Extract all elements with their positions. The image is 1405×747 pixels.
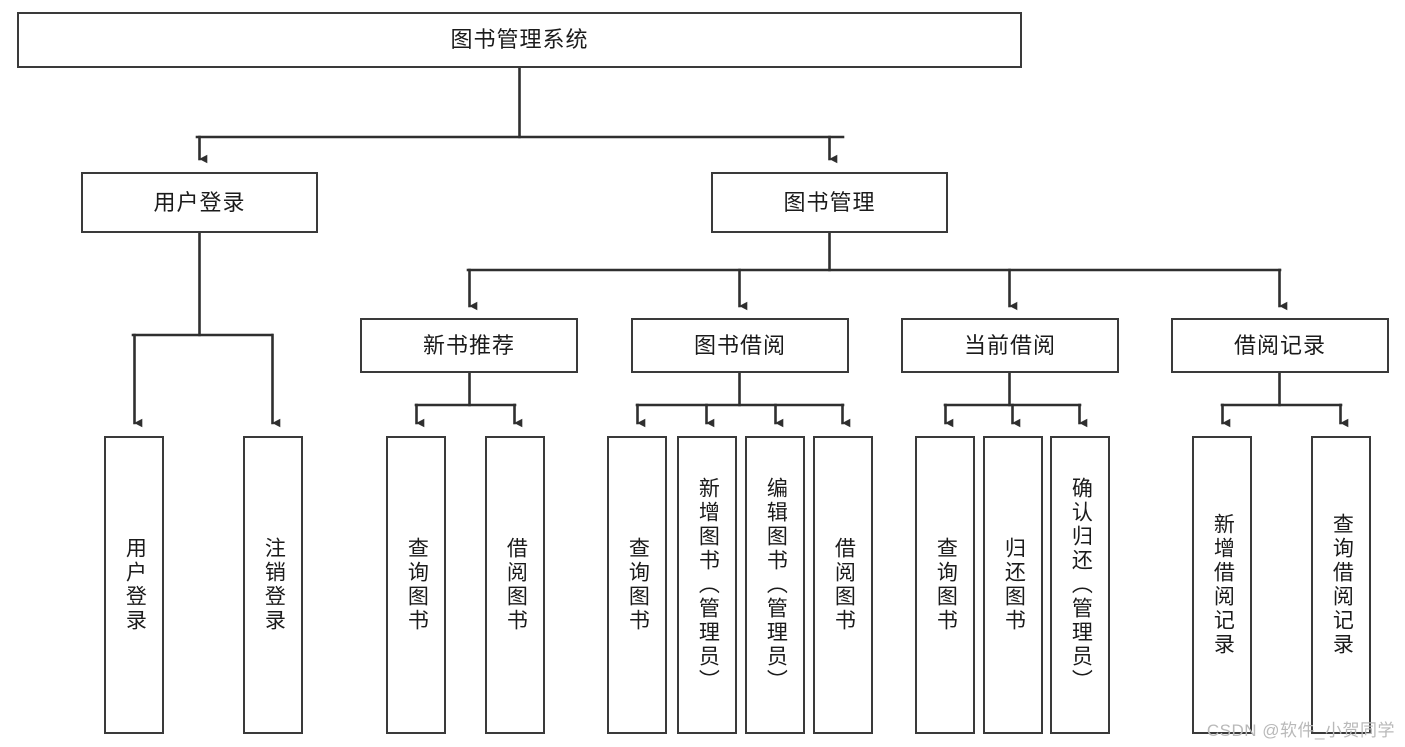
node-user-login-do-label: 用户登录	[123, 537, 147, 633]
node-root[interactable]: 图书管理系统	[17, 12, 1022, 68]
watermark-text: CSDN @软件_小贺同学	[1206, 721, 1395, 740]
node-query-borrow-record-label: 查询借阅记录	[1330, 513, 1354, 657]
node-book-borrow[interactable]: 图书借阅	[631, 318, 849, 373]
node-user-login-do[interactable]: 用户登录	[104, 436, 164, 734]
node-query-book-1-label: 查询图书	[405, 537, 429, 633]
node-add-book-label: 新增图书（管理员）	[696, 477, 720, 693]
node-root-label: 图书管理系统	[450, 27, 589, 53]
node-return-book-label: 归还图书	[1002, 537, 1026, 633]
node-borrow-book-2-label: 借阅图书	[832, 537, 856, 633]
node-book-manage-label: 图书管理	[783, 189, 876, 215]
node-borrow-record[interactable]: 借阅记录	[1171, 318, 1389, 373]
node-borrow-record-label: 借阅记录	[1233, 332, 1326, 358]
node-user-login-label: 用户登录	[153, 189, 246, 215]
node-query-book-3[interactable]: 查询图书	[915, 436, 975, 734]
node-query-book-1[interactable]: 查询图书	[386, 436, 446, 734]
node-new-book-rec-label: 新书推荐	[422, 332, 515, 358]
node-add-borrow-record[interactable]: 新增借阅记录	[1192, 436, 1252, 734]
node-add-borrow-record-label: 新增借阅记录	[1211, 513, 1235, 657]
node-current-borrow[interactable]: 当前借阅	[901, 318, 1119, 373]
node-new-book-rec[interactable]: 新书推荐	[360, 318, 578, 373]
node-edit-book[interactable]: 编辑图书（管理员）	[745, 436, 805, 734]
node-edit-book-label: 编辑图书（管理员）	[764, 477, 788, 693]
node-current-borrow-label: 当前借阅	[963, 332, 1056, 358]
node-confirm-return[interactable]: 确认归还（管理员）	[1050, 436, 1110, 734]
node-borrow-book-1-label: 借阅图书	[504, 537, 528, 633]
node-borrow-book-1[interactable]: 借阅图书	[485, 436, 545, 734]
node-borrow-book-2[interactable]: 借阅图书	[813, 436, 873, 734]
node-query-book-2-label: 查询图书	[626, 537, 650, 633]
node-return-book[interactable]: 归还图书	[983, 436, 1043, 734]
node-query-book-3-label: 查询图书	[934, 537, 958, 633]
node-user-login[interactable]: 用户登录	[81, 172, 318, 233]
node-user-logout[interactable]: 注销登录	[243, 436, 303, 734]
node-user-logout-label: 注销登录	[262, 537, 286, 633]
node-book-manage[interactable]: 图书管理	[711, 172, 948, 233]
node-book-borrow-label: 图书借阅	[693, 332, 786, 358]
node-query-borrow-record[interactable]: 查询借阅记录	[1311, 436, 1371, 734]
node-confirm-return-label: 确认归还（管理员）	[1069, 477, 1093, 693]
node-query-book-2[interactable]: 查询图书	[607, 436, 667, 734]
node-add-book[interactable]: 新增图书（管理员）	[677, 436, 737, 734]
